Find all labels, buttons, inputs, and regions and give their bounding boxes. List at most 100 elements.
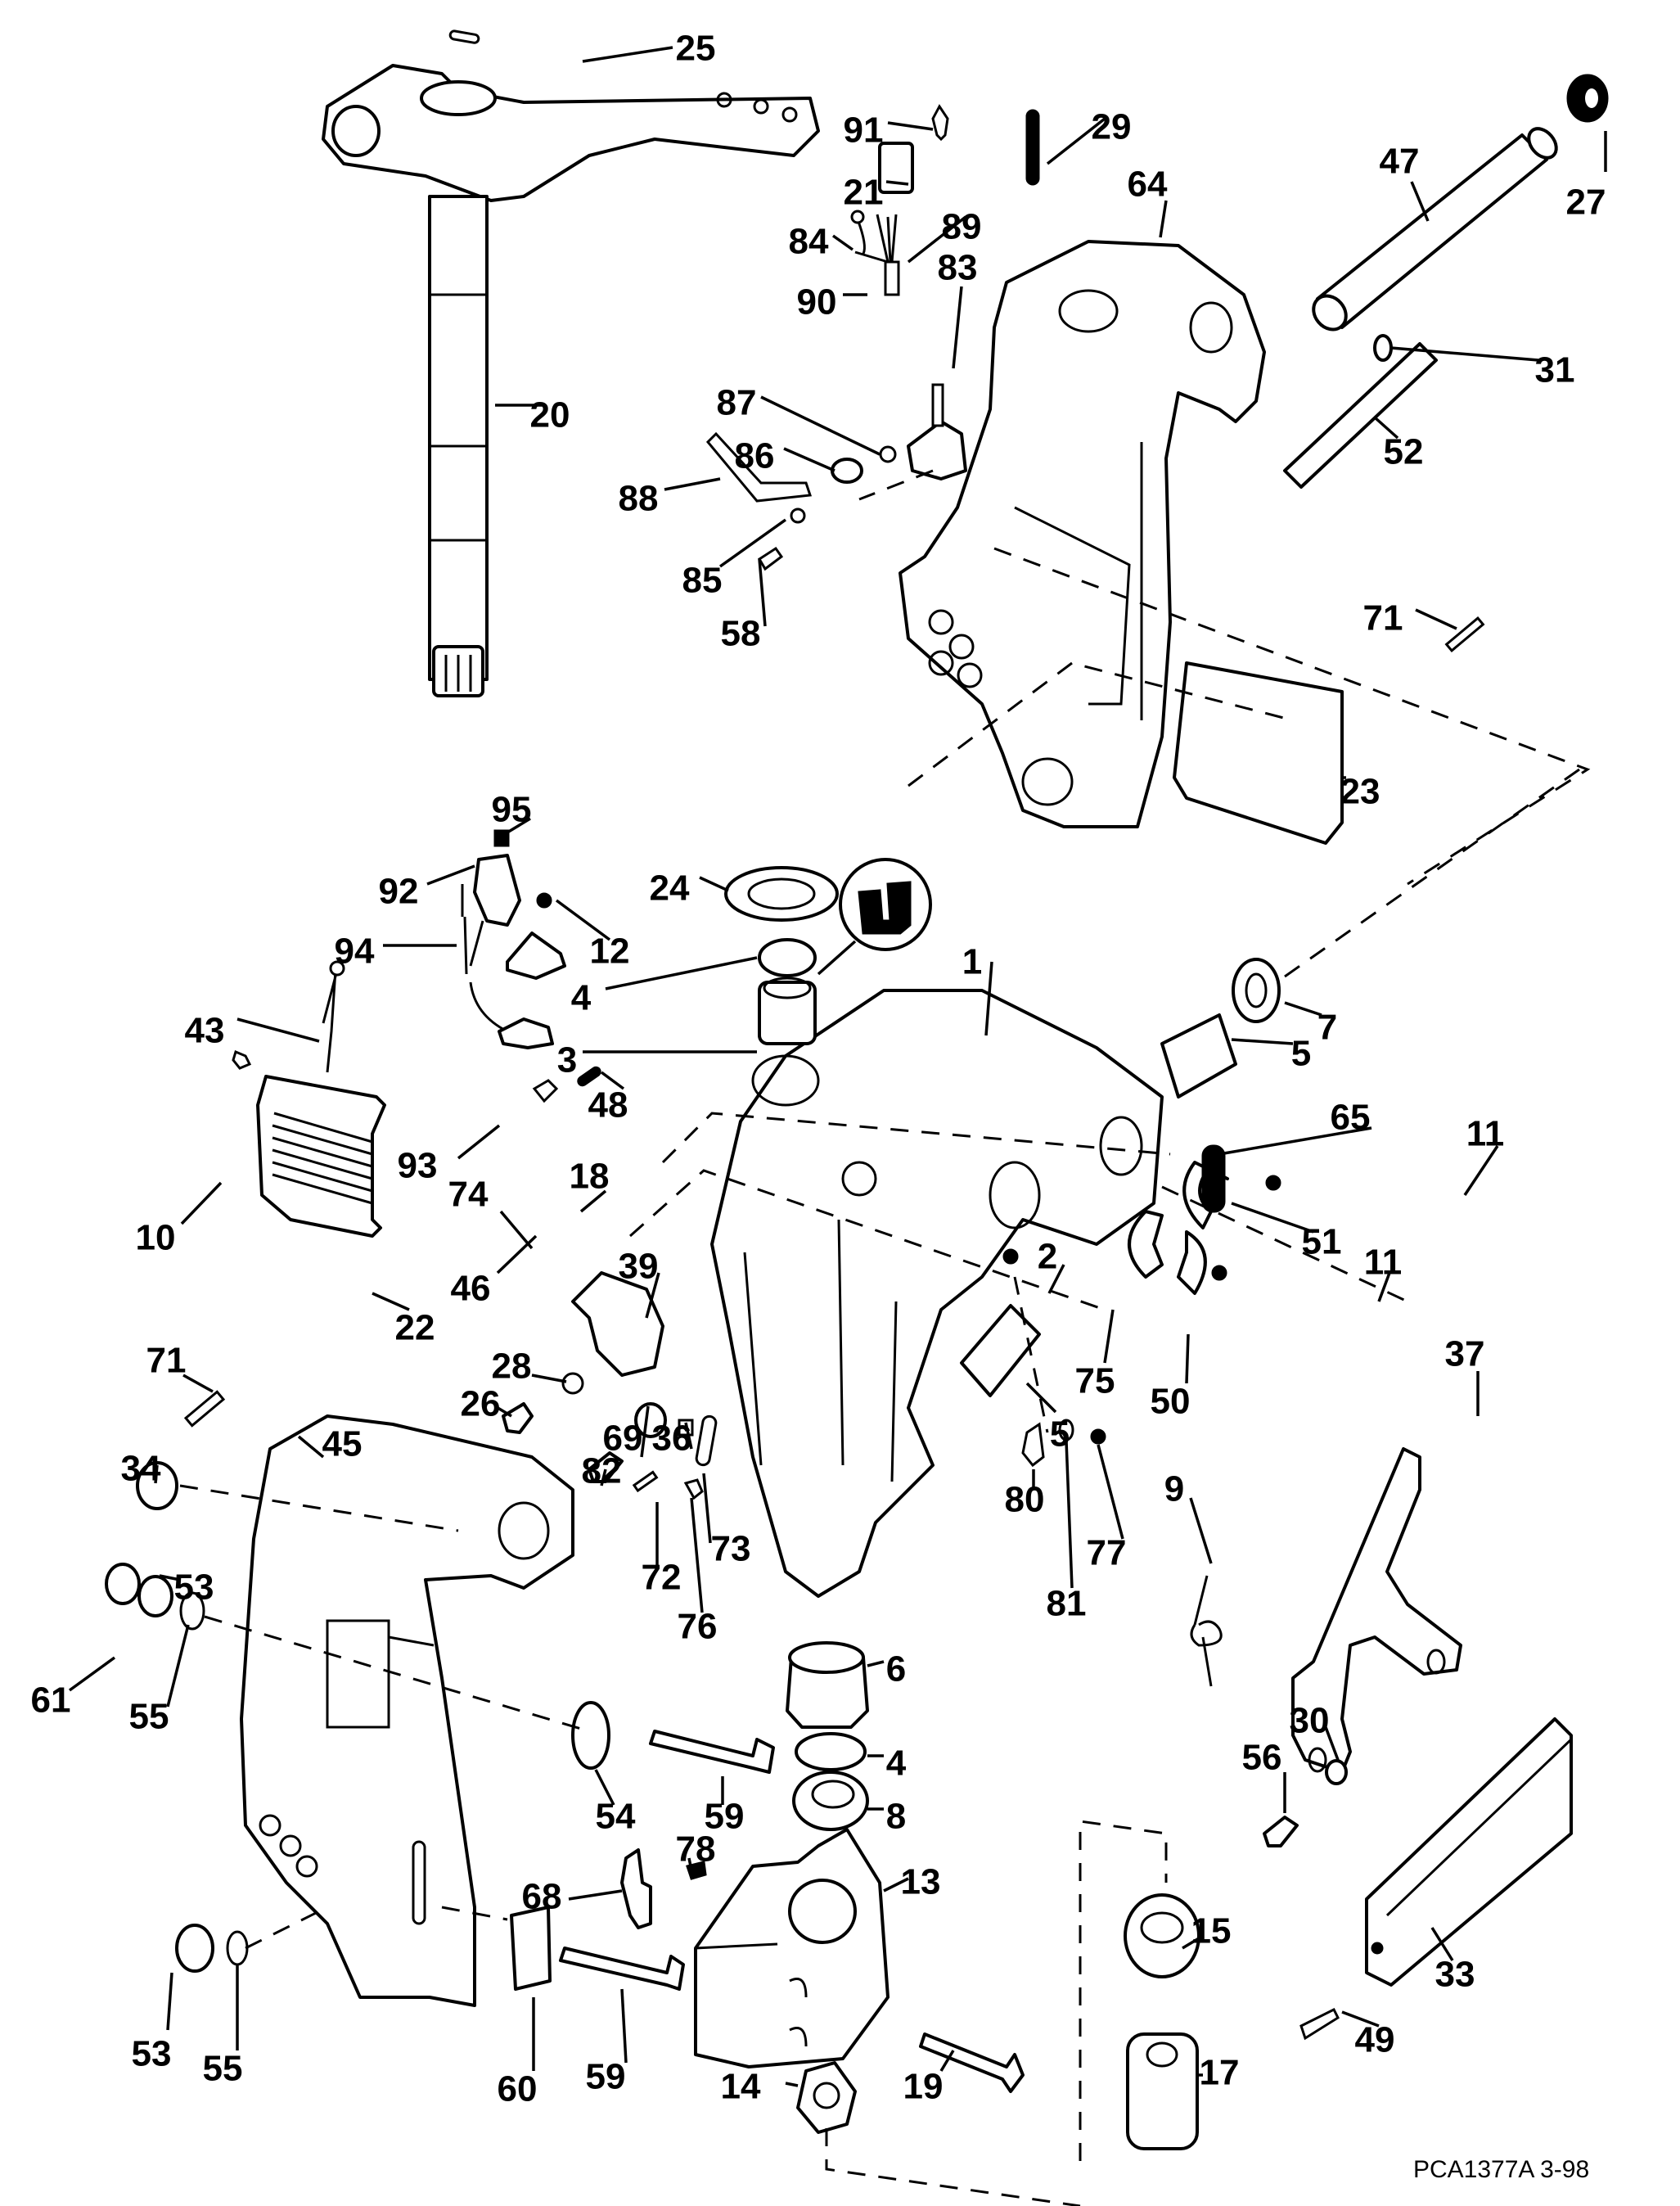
callout-leader [180,1181,223,1225]
callout-leader [159,1574,181,1581]
callout-number: 68 [522,1877,562,1917]
part-72-screw [632,1470,659,1493]
callout-c55a: 55 [129,1624,190,1737]
callout-c34: 34 [121,1449,161,1489]
callout-number: 23 [1340,772,1380,812]
callout-number: 7 [1317,1008,1337,1048]
callout-number: 45 [322,1424,363,1464]
callout-c12: 12 [555,899,629,972]
callout-number: 2 [1038,1237,1057,1277]
callout-c7: 7 [1284,1001,1337,1048]
callout-number: 8 [886,1797,906,1837]
callout-c26: 26 [461,1384,512,1424]
callout-number: 73 [711,1529,751,1569]
callout-c73: 73 [702,1473,751,1569]
part-28-nut [561,1372,584,1395]
callout-number: 59 [586,2057,626,2097]
callout-number: 84 [789,222,829,262]
callout-c20: 20 [495,395,570,435]
callout-number: 59 [705,1797,745,1837]
callout-c68: 68 [522,1877,623,1917]
part-58-screw [757,546,784,571]
part-84-eyelet [850,210,865,224]
callout-c8: 8 [867,1797,906,1837]
callout-number: 54 [596,1797,636,1837]
callout-c77: 77 [1087,1444,1127,1573]
part-4-seal-upper [758,938,817,977]
callout-c51: 51 [1231,1202,1341,1262]
callout-number: 48 [588,1085,628,1126]
callout-c52: 52 [1373,416,1423,472]
part-61-spacer [105,1563,141,1605]
callout-number: 87 [717,383,757,423]
callout-leader [984,961,993,1036]
callout-c47: 47 [1380,142,1430,222]
part-83-switch [907,420,967,480]
callout-c19: 19 [903,2050,955,2107]
part-53-nut-lower [175,1924,214,1973]
callout-number: 22 [395,1308,435,1348]
callout-c82: 82 [582,1451,622,1491]
callout-number: 85 [682,561,723,601]
callout-leader [579,1189,607,1213]
part-19-bolt [919,2032,1025,2093]
callout-number: 71 [1363,598,1403,638]
part-64-stern-bracket [899,240,1266,828]
callout-c56: 56 [1242,1738,1286,1813]
callout-leader [831,234,854,251]
callout-c78: 78 [676,1829,715,1871]
callout-c58: 58 [721,558,767,654]
part-11-screw-upper [1265,1175,1281,1191]
callout-number: 81 [1047,1584,1087,1624]
callout-number: 5 [1291,1034,1311,1074]
part-1-swivel-bracket [710,989,1164,1598]
part-34-nut [136,1461,178,1510]
callout-leader [499,1210,534,1250]
part-5-bushing-upper [1160,1013,1237,1098]
part-88-link [705,431,813,503]
part-52-rod [1283,342,1438,489]
part-22-cover [256,1075,386,1238]
callout-leader [1410,181,1430,222]
callout-number: 53 [132,2034,172,2074]
part-24-hole [747,877,816,910]
callout-leader [887,121,934,131]
part-49-screw [1299,2007,1340,2041]
callout-c85: 85 [682,518,787,601]
callout-number: 24 [650,868,690,909]
callout-leader [502,817,531,837]
callout-c94: 94 [335,932,457,972]
callout-leader [885,180,909,186]
callout-c83: 83 [938,248,977,369]
part-12-screw [536,892,552,909]
callout-number: 64 [1128,165,1168,205]
callout-leader [68,1656,116,1692]
callout-leader [1159,200,1168,238]
callout-leader [1415,608,1457,630]
part-48-bracket [506,932,566,980]
callout-number: 13 [901,1862,941,1902]
callout-c90: 90 [797,282,867,323]
part-56-screw [1263,1816,1299,1847]
part-5-bushing-lower [960,1304,1041,1397]
part-2-screw [1002,1248,1019,1265]
callout-number: 36 [652,1419,692,1459]
callout-c95: 95 [492,790,531,837]
callout-leader [154,1464,159,1484]
callout-leader [939,2050,955,2072]
part-73-link [695,1414,718,1467]
callout-c88: 88 [619,477,721,519]
callout-number: 56 [1242,1738,1282,1778]
callout-number: 77 [1087,1533,1127,1573]
callout-c46: 46 [451,1234,538,1309]
part-7-hole [1245,972,1268,1008]
part-15-bushing [1124,1893,1200,1978]
callout-number: 76 [678,1607,718,1647]
callout-c76: 76 [678,1497,718,1647]
callout-number: 27 [1566,183,1606,223]
callout-leader [1185,1333,1190,1384]
callout-leader [1231,1038,1294,1045]
callout-c14: 14 [721,2067,799,2107]
part-47-tilt-tube [1312,127,1558,332]
